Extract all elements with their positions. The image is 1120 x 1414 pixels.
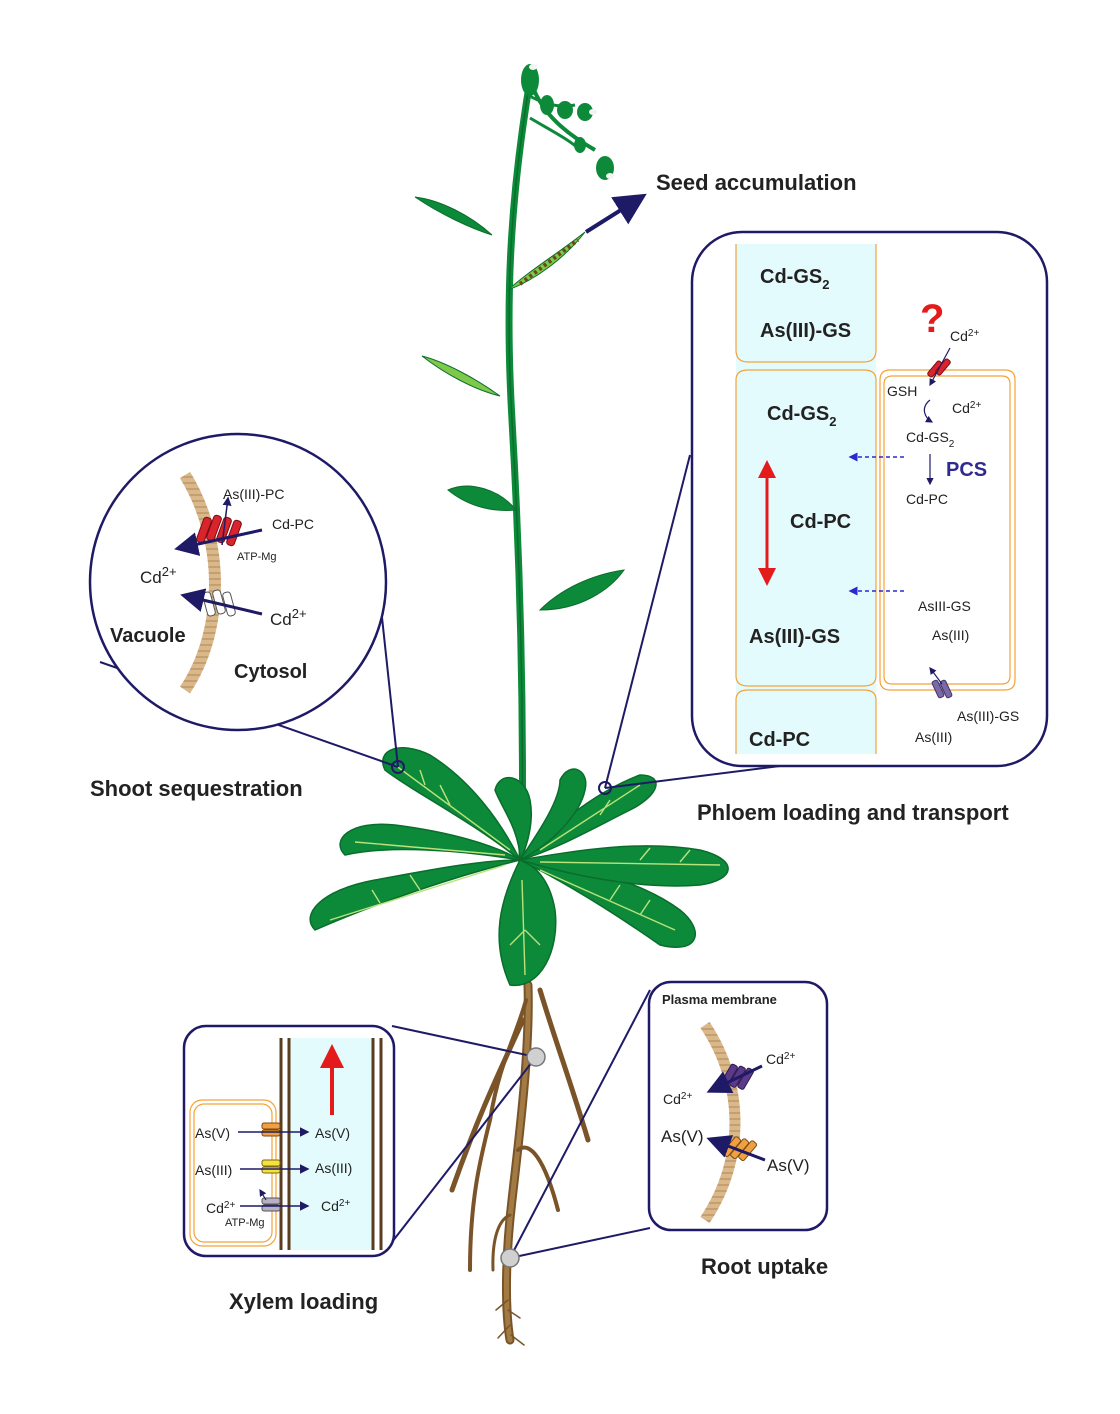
phloem-inset: Cd-GS2 As(III)-GS Cd-GS2 Cd-PC As(III)-G… (598, 230, 1049, 795)
as3-cell-label: As(III) (932, 627, 969, 643)
cd-antiporter (202, 589, 236, 617)
cdpc-cell-label: Cd-PC (906, 491, 948, 507)
as3gs-cell-label: AsIII-GS (918, 598, 971, 614)
vacuole-label: Vacuole (110, 625, 186, 647)
as3gs-out-label: As(III)-GS (957, 708, 1019, 724)
as5-right-label: As(V) (315, 1125, 350, 1141)
phloem-transport-title: Phloem loading and transport (697, 800, 1009, 825)
cd2-label: Cd2+ (952, 400, 981, 416)
mid-cdpc-label: Cd-PC (790, 511, 851, 533)
bot-cdpc-label: Cd-PC (749, 729, 810, 751)
as3-right-label: As(III) (315, 1160, 352, 1176)
root-inset: Plasma membrane Cd2+ Cd2+ As(V) As(V) (500, 980, 829, 1268)
xylem-loading-title: Xylem loading (229, 1289, 378, 1314)
seed-arrow (584, 193, 647, 234)
roots (449, 980, 591, 1346)
plant (309, 64, 729, 1346)
seed-accumulation-title: Seed accumulation (656, 170, 857, 195)
xylem-atp-label: ATP-Mg (225, 1217, 265, 1229)
top-cdgs2-label: Cd-GS2 (760, 266, 829, 292)
cytosol-label: Cytosol (234, 661, 307, 683)
leaf-veins (329, 764, 721, 976)
cd-in-label: Cd2+ (950, 328, 979, 344)
plasma-membrane (700, 1021, 741, 1224)
atp-mg-label: ATP-Mg (237, 551, 277, 563)
main-stem (505, 76, 534, 864)
root-uptake-title: Root uptake (701, 1254, 828, 1279)
stem-leaves (447, 485, 626, 611)
as5-outside-label: As(V) (767, 1156, 810, 1175)
shoot-sequestration-title: Shoot sequestration (90, 776, 303, 801)
shoot-inset-circle (88, 432, 388, 732)
mid-as3gs-label: As(III)-GS (749, 626, 840, 648)
as5-left-label: As(V) (195, 1125, 230, 1141)
cd-outside-label: Cd2+ (766, 1051, 795, 1067)
top-as3gs-label: As(III)-GS (760, 320, 851, 342)
gsh-label: GSH (887, 383, 917, 399)
plasma-membrane-label: Plasma membrane (662, 992, 777, 1007)
cd-right-label: Cd2+ (321, 1198, 350, 1214)
xylem-inset: As(V) As(V) As(III) As(III) Cd2+ Cd2+ AT… (182, 1024, 546, 1258)
cd-cytosol-label: Cd2+ (270, 606, 307, 629)
cdgs2-cell-label: Cd-GS2 (906, 429, 955, 450)
rosette (309, 747, 729, 987)
shoot-inset: As(III)-PC Cd-PC ATP-Mg Cd2+ Cd2+ Vacuol… (88, 432, 405, 774)
cd-vacuole-label: Cd2+ (140, 564, 177, 587)
as5-inside-label: As(V) (661, 1127, 704, 1146)
as3-pc-label: As(III)-PC (223, 486, 284, 502)
cd-inside-label: Cd2+ (663, 1091, 692, 1107)
vacuole-membrane (179, 471, 221, 694)
cd-left-label: Cd2+ (206, 1200, 235, 1216)
phloem-transporter-purple (931, 679, 953, 699)
pcs-label: PCS (946, 459, 987, 481)
as3-left-label: As(III) (195, 1162, 232, 1178)
unknown-transporter-question: ? (920, 297, 944, 341)
inflorescence (521, 64, 614, 180)
siliques (414, 196, 586, 397)
cd-pc-label: Cd-PC (272, 516, 314, 532)
as3-out-label: As(III) (915, 729, 952, 745)
mid-cdgs2-label: Cd-GS2 (767, 403, 836, 429)
